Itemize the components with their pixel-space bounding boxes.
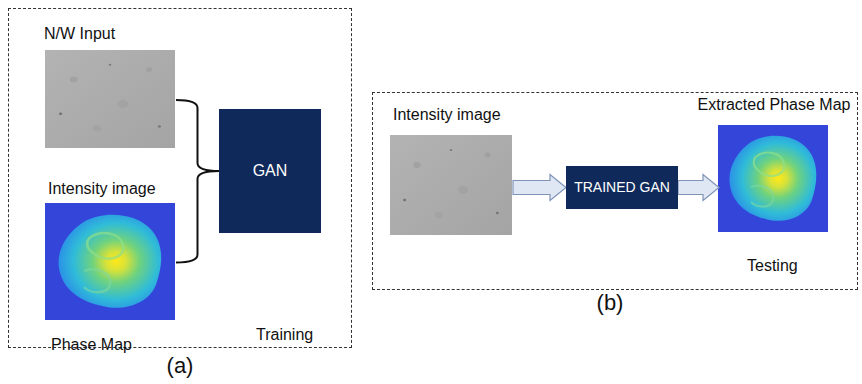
image-caption: Intensity image <box>48 179 156 198</box>
image-caption: Phase Map <box>51 335 132 354</box>
block-arrow <box>513 175 566 201</box>
phase-map-image <box>45 203 175 320</box>
panel-title: Training <box>256 325 313 344</box>
dashed-panel: TestingIntensity imageTRAINED GANExtract… <box>372 92 858 290</box>
brace-connector <box>176 100 219 171</box>
block-arrow <box>678 175 719 201</box>
box-label: TRAINED GAN <box>574 179 670 196</box>
panel-letter: (b) <box>597 290 624 316</box>
process-box: GAN <box>219 109 321 233</box>
image-node: Phase Map <box>46 204 176 321</box>
box-label: GAN <box>253 161 288 180</box>
image-caption: Intensity image <box>393 105 501 124</box>
intensity-image <box>45 50 175 148</box>
process-box: TRAINED GAN <box>566 166 678 209</box>
dashed-panel: Training Intensity imagePhase Map GAN <box>8 8 352 348</box>
image-node: Extracted Phase Map <box>719 126 829 233</box>
brace-connector <box>176 171 219 263</box>
input-label: N/W Input <box>44 24 115 43</box>
panel-letter: (a) <box>167 353 194 379</box>
intensity-image <box>390 135 512 235</box>
image-node: Intensity image <box>46 51 176 149</box>
image-node: Intensity image <box>391 136 513 236</box>
phase-map-image <box>718 125 828 232</box>
image-caption: Extracted Phase Map <box>698 95 851 114</box>
panel-title: Testing <box>747 256 798 275</box>
